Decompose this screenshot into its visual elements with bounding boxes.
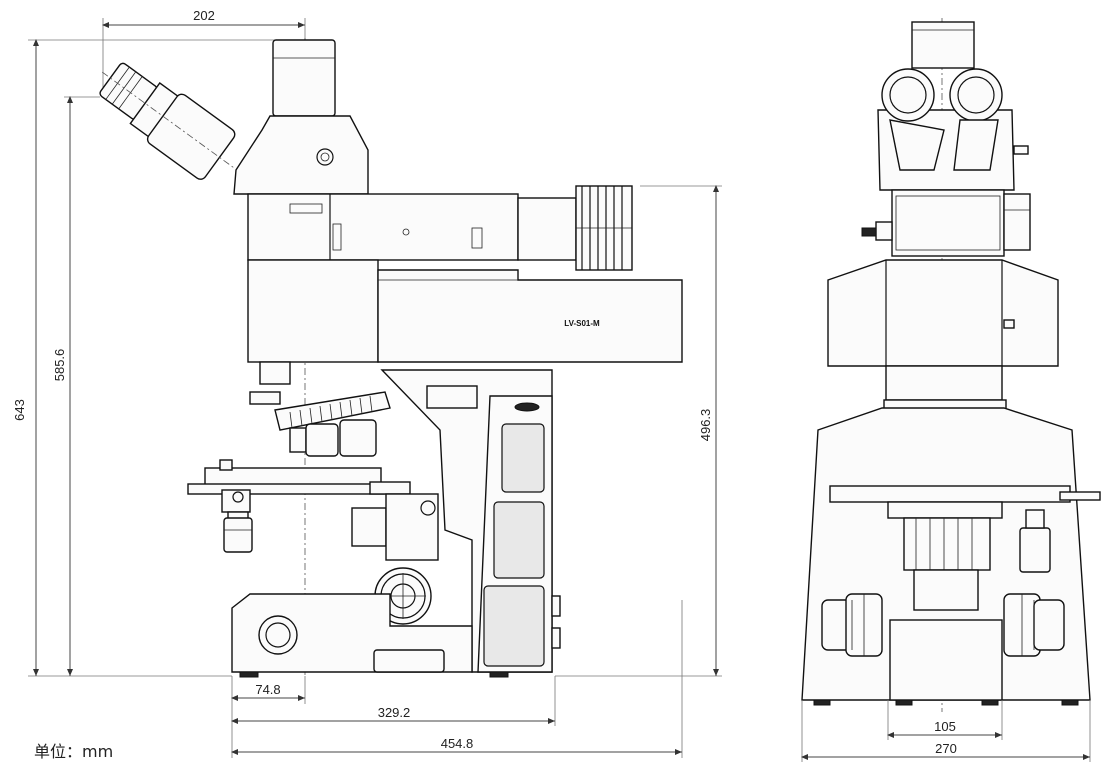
- dim-side-eyepiece-height: 585.6: [52, 349, 67, 382]
- side-view: 202 643 585.6 496.3 74.8 329.2 454.8: [12, 8, 722, 758]
- front-foot-inner-right: [981, 699, 999, 706]
- dim-front-total-width: 270: [935, 741, 957, 756]
- front-illuminator: [861, 189, 1031, 257]
- dim-side-base-depth: 329.2: [378, 705, 411, 720]
- unit-label: 单位：mm: [34, 742, 114, 761]
- specimen-stage: [187, 459, 439, 561]
- front-trinocular-tube: [911, 21, 975, 69]
- front-condenser-fins: [915, 518, 973, 570]
- front-focus-knobs: [821, 593, 1065, 657]
- dim-side-top-width: 202: [193, 8, 215, 23]
- microscope-arm: LV-S01-M: [247, 259, 683, 385]
- dim-side-total-depth: 454.8: [441, 736, 474, 751]
- side-dimension-lines: [28, 18, 722, 758]
- front-foot-right: [1061, 699, 1079, 706]
- lamp-housing-fins: [576, 186, 632, 270]
- dim-side-total-height: 643: [12, 399, 27, 421]
- front-view: 105 270: [801, 18, 1101, 762]
- microscope-stand: [380, 369, 561, 673]
- front-foot-inner-left: [895, 699, 913, 706]
- front-foot-left: [813, 699, 831, 706]
- epi-illuminator: [247, 185, 633, 271]
- dim-side-body-height: 496.3: [698, 409, 713, 442]
- objectives: [289, 419, 377, 457]
- dim-side-base-offset: 74.8: [255, 682, 280, 697]
- trinocular-head: [233, 39, 369, 195]
- binocular-eyepieces: [99, 62, 236, 180]
- front-eyepieces: [877, 68, 1029, 191]
- nosepiece-knurl: [289, 395, 373, 429]
- front-stand: [801, 407, 1101, 701]
- dim-front-inner-width: 105: [934, 719, 956, 734]
- microscope-base: [231, 593, 509, 678]
- front-dimension-lines: [801, 700, 1091, 762]
- nosepiece: [249, 391, 391, 457]
- model-label: LV-S01-M: [564, 319, 600, 328]
- front-arm: [827, 259, 1059, 401]
